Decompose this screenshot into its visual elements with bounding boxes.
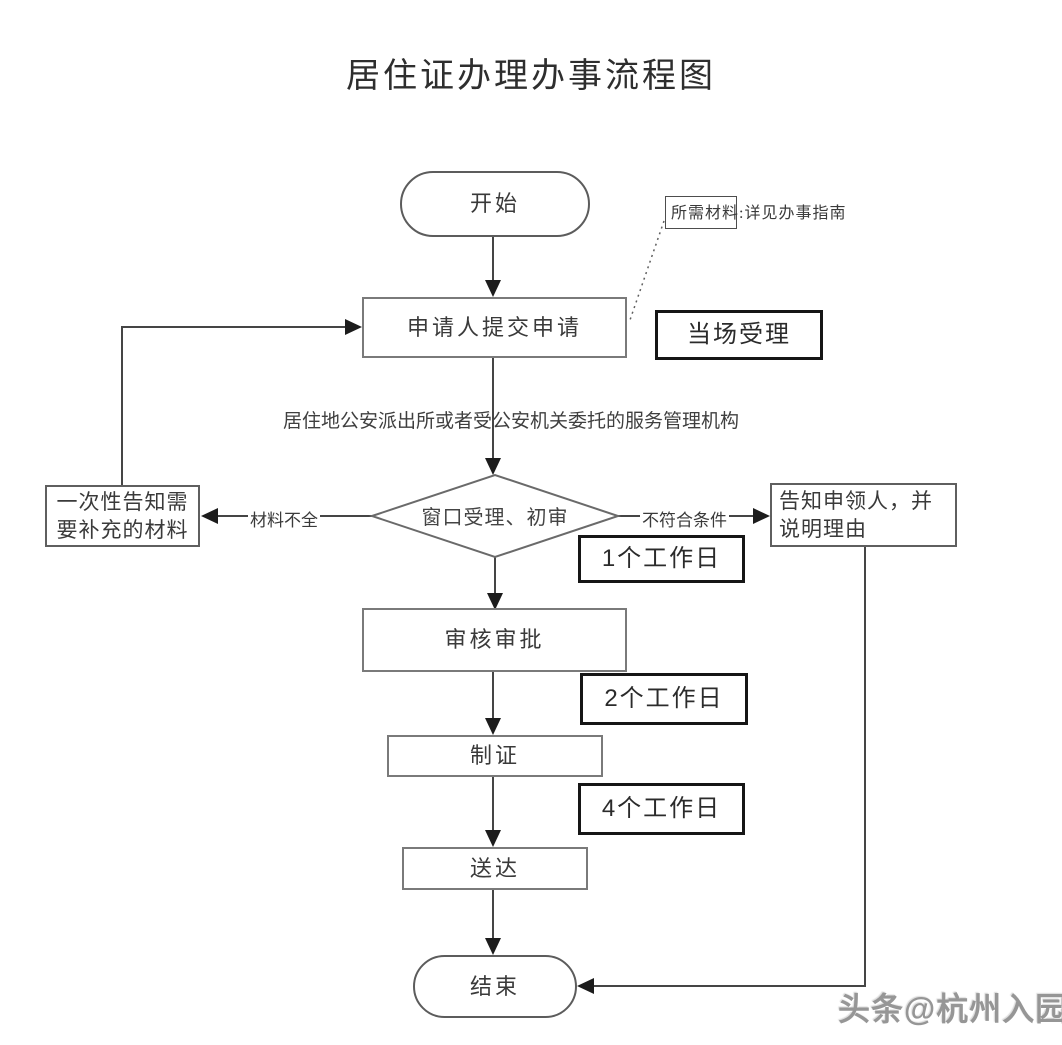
duration-4-workdays-box: 4个工作日 <box>578 783 745 835</box>
supplement-materials-label: 一次性告知需要补充的材料 <box>56 489 189 542</box>
review-approval-box: 审核审批 <box>362 608 627 672</box>
edge-label-not-eligible: 不符合条件 <box>640 506 729 531</box>
make-card-box: 制证 <box>387 735 603 777</box>
arrowhead-review-to-make <box>485 718 501 735</box>
arrowhead-submit-to-decision <box>485 458 501 475</box>
decision-diamond-shape <box>368 473 622 559</box>
deliver-box: 送达 <box>402 847 588 890</box>
end-terminator: 结束 <box>413 955 577 1018</box>
onsite-acceptance-label: 当场受理 <box>687 322 791 348</box>
arrowhead-loop-to-submit <box>345 319 362 335</box>
page-title: 居住证办理办事流程图 <box>346 58 716 95</box>
duration-2-workdays-label: 2个工作日 <box>604 685 724 712</box>
supplement-materials-box: 一次性告知需要补充的材料 <box>45 485 200 547</box>
start-label: 开始 <box>469 191 520 217</box>
notify-applicant-label: 告知申领人，并说明理由 <box>779 488 933 541</box>
notify-applicant-box: 告知申领人，并说明理由 <box>770 483 957 547</box>
materials-annotation-frame <box>665 196 737 229</box>
onsite-acceptance-box: 当场受理 <box>655 310 823 360</box>
arrowhead-make-to-deliver <box>485 830 501 847</box>
duration-2-workdays-box: 2个工作日 <box>580 673 748 725</box>
materials-annotation: 所需材料:详见办事指南 <box>671 205 847 222</box>
arrowhead-decision-to-notify <box>753 508 770 524</box>
arrowhead-notify-to-end <box>577 978 594 994</box>
duration-1-workday-box: 1个工作日 <box>578 535 745 583</box>
review-approval-label: 审核审批 <box>444 627 545 653</box>
line-notify-to-end <box>590 547 866 987</box>
loop-supplement-to-submit-line <box>121 326 347 485</box>
start-terminator: 开始 <box>400 171 590 237</box>
edge-label-materials-incomplete: 材料不全 <box>248 506 320 531</box>
org-note-label: 居住地公安派出所或者受公安机关委托的服务管理机构 <box>283 411 740 432</box>
watermark: 头条@杭州入园 <box>838 991 1062 1027</box>
submit-application-box: 申请人提交申请 <box>362 297 627 358</box>
make-card-label: 制证 <box>469 743 520 769</box>
arrowhead-start-to-submit <box>485 280 501 297</box>
end-label: 结束 <box>469 973 520 999</box>
duration-4-workdays-label: 4个工作日 <box>601 795 722 822</box>
arrowhead-decision-to-review <box>487 593 503 610</box>
arrowhead-deliver-to-end <box>485 938 501 955</box>
deliver-label: 送达 <box>469 855 520 881</box>
submit-application-label: 申请人提交申请 <box>406 314 582 340</box>
dotted-annotation-line <box>629 220 665 321</box>
arrowhead-decision-to-supplement <box>201 508 218 524</box>
duration-1-workday-label: 1个工作日 <box>601 545 722 572</box>
decision-diamond-label: 窗口受理、初审 <box>421 507 569 529</box>
